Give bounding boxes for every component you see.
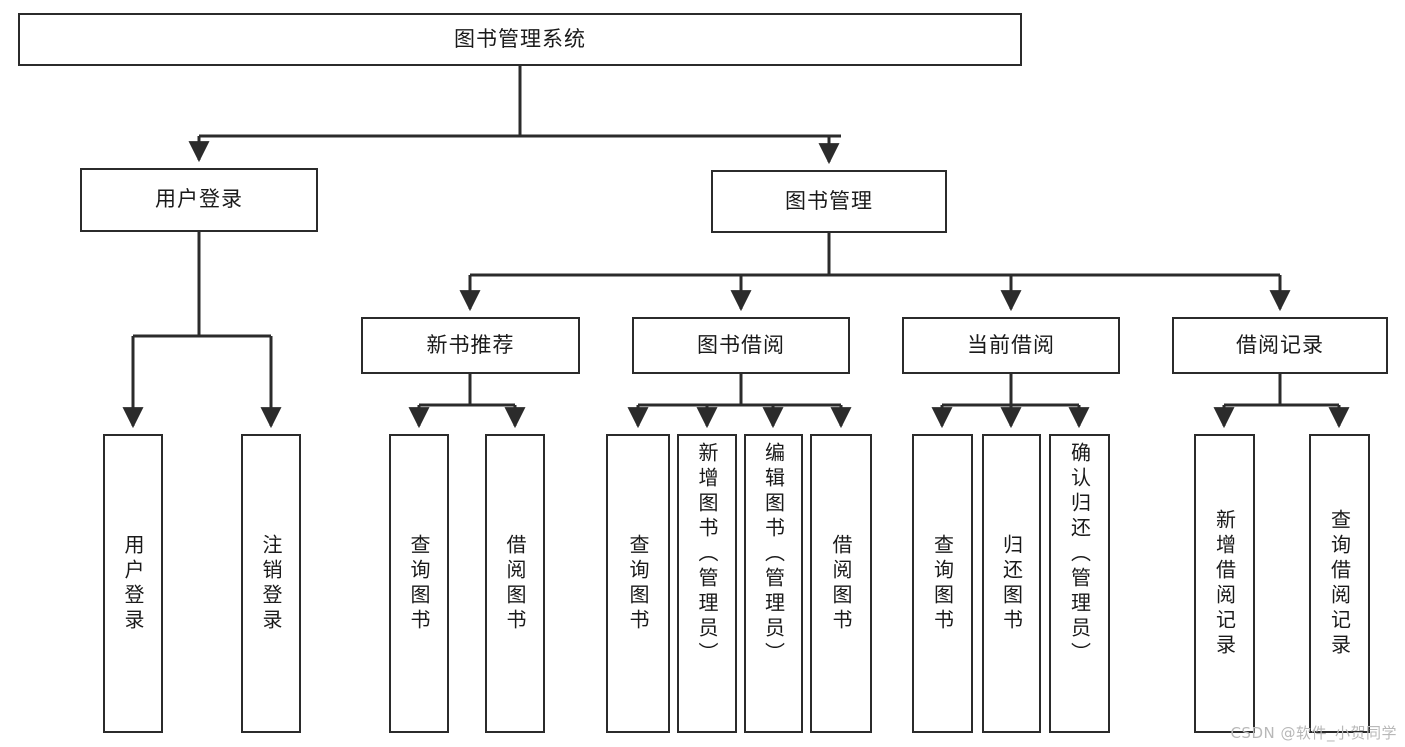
node-leaf-query-book-borrow[interactable]: 查询图书 — [606, 434, 670, 733]
node-label: 图书管理系统 — [454, 26, 586, 51]
node-label: 图书管理 — [785, 188, 873, 213]
node-leaf-query-book-current[interactable]: 查询图书 — [912, 434, 973, 733]
node-leaf-return-book[interactable]: 归还图书 — [982, 434, 1041, 733]
node-label: 用户登录 — [155, 187, 243, 212]
node-leaf-query-borrow-record[interactable]: 查询借阅记录 — [1309, 434, 1370, 733]
node-borrow-record[interactable]: 借阅记录 — [1172, 317, 1388, 374]
node-label: 查询图书 — [626, 533, 650, 634]
node-label: 查询借阅记录 — [1327, 508, 1352, 659]
node-label: 注销登录 — [259, 533, 283, 634]
node-label: 借阅图书 — [503, 533, 527, 634]
node-label: 当前借阅 — [967, 332, 1055, 357]
node-new-book-recommend[interactable]: 新书推荐 — [361, 317, 580, 374]
node-label: 新书推荐 — [426, 332, 515, 357]
node-leaf-add-borrow-record[interactable]: 新增借阅记录 — [1194, 434, 1255, 733]
node-leaf-confirm-return[interactable]: 确认归还（管理员） — [1049, 434, 1110, 733]
node-label: 用户登录 — [121, 533, 145, 634]
node-label: 归还图书 — [999, 533, 1024, 634]
node-label: 查询图书 — [407, 533, 431, 634]
node-label: 图书借阅 — [697, 332, 785, 357]
node-label: 新增图书（管理员） — [695, 442, 719, 667]
node-label: 借阅图书 — [829, 533, 853, 634]
node-current-borrow[interactable]: 当前借阅 — [902, 317, 1120, 374]
node-root-book-management-system[interactable]: 图书管理系统 — [18, 13, 1022, 66]
watermark-text: CSDN @软件_小贺同学 — [1230, 724, 1397, 742]
node-label: 编辑图书（管理员） — [761, 442, 786, 667]
node-leaf-user-logout[interactable]: 注销登录 — [241, 434, 301, 733]
node-user-login[interactable]: 用户登录 — [80, 168, 318, 232]
node-leaf-borrow-book-borrow[interactable]: 借阅图书 — [810, 434, 872, 733]
node-label: 借阅记录 — [1236, 332, 1324, 357]
node-book-borrow[interactable]: 图书借阅 — [632, 317, 850, 374]
node-leaf-edit-book[interactable]: 编辑图书（管理员） — [744, 434, 803, 733]
node-book-management[interactable]: 图书管理 — [711, 170, 947, 233]
node-label: 新增借阅记录 — [1212, 508, 1237, 659]
node-leaf-user-login[interactable]: 用户登录 — [103, 434, 163, 733]
node-label: 确认归还（管理员） — [1067, 442, 1092, 667]
node-leaf-add-book[interactable]: 新增图书（管理员） — [677, 434, 737, 733]
node-leaf-query-book-recommend[interactable]: 查询图书 — [389, 434, 449, 733]
node-leaf-borrow-book-recommend[interactable]: 借阅图书 — [485, 434, 545, 733]
node-label: 查询图书 — [930, 533, 955, 634]
